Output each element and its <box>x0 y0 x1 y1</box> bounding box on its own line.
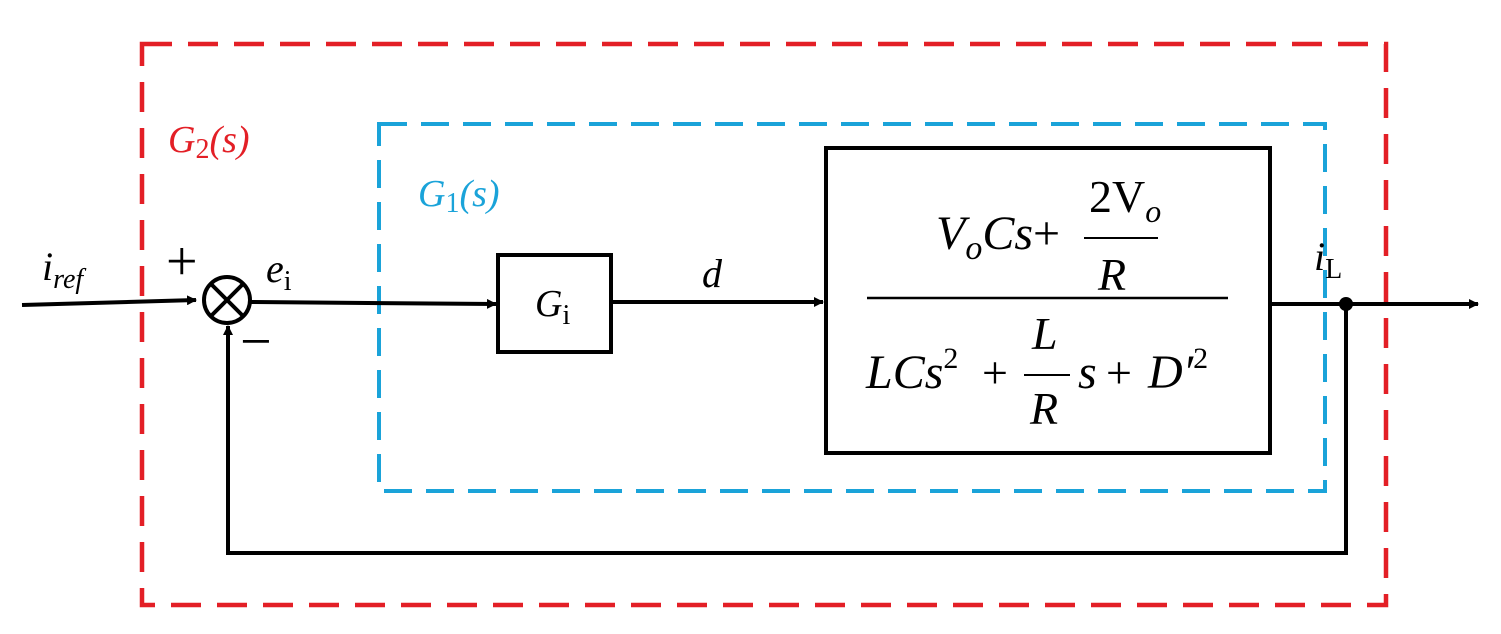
plant-numerator: VoCs+ 2Vo R <box>936 171 1161 300</box>
inner-box-label: G1(s) <box>418 173 500 219</box>
svg-text:VoCs+: VoCs+ <box>936 207 1060 267</box>
plant-block <box>824 146 1272 455</box>
summing-junction <box>202 275 252 325</box>
svg-text:L: L <box>1031 308 1058 359</box>
svg-text:s: s <box>1078 346 1097 399</box>
outer-box-label: G2(s) <box>168 119 250 165</box>
svg-text:LCs2: LCs2 <box>865 342 958 399</box>
minus-sign: − <box>240 311 272 373</box>
error-signal-line <box>249 298 497 309</box>
outer-loop-box <box>139 41 1389 608</box>
svg-text:+: + <box>982 347 1008 398</box>
controller-block <box>496 253 613 354</box>
duty-label: d <box>702 251 723 296</box>
output-label: iL <box>1314 234 1342 285</box>
svg-text:2Vo: 2Vo <box>1089 171 1161 229</box>
svg-text:D′2: D′2 <box>1147 342 1208 399</box>
input-label: iref <box>42 244 86 295</box>
input-signal-line <box>21 295 197 307</box>
svg-text:R: R <box>1029 383 1058 434</box>
feedback-path <box>223 304 1348 555</box>
inner-loop-box <box>377 122 1327 493</box>
controller-label: Gi <box>535 283 570 331</box>
plus-sign: + <box>166 231 198 293</box>
svg-text:+: + <box>1106 347 1132 398</box>
svg-text:R: R <box>1097 249 1126 300</box>
plant-denominator: LCs2 + L R s + D′2 <box>865 308 1208 434</box>
error-label: ei <box>266 246 292 297</box>
